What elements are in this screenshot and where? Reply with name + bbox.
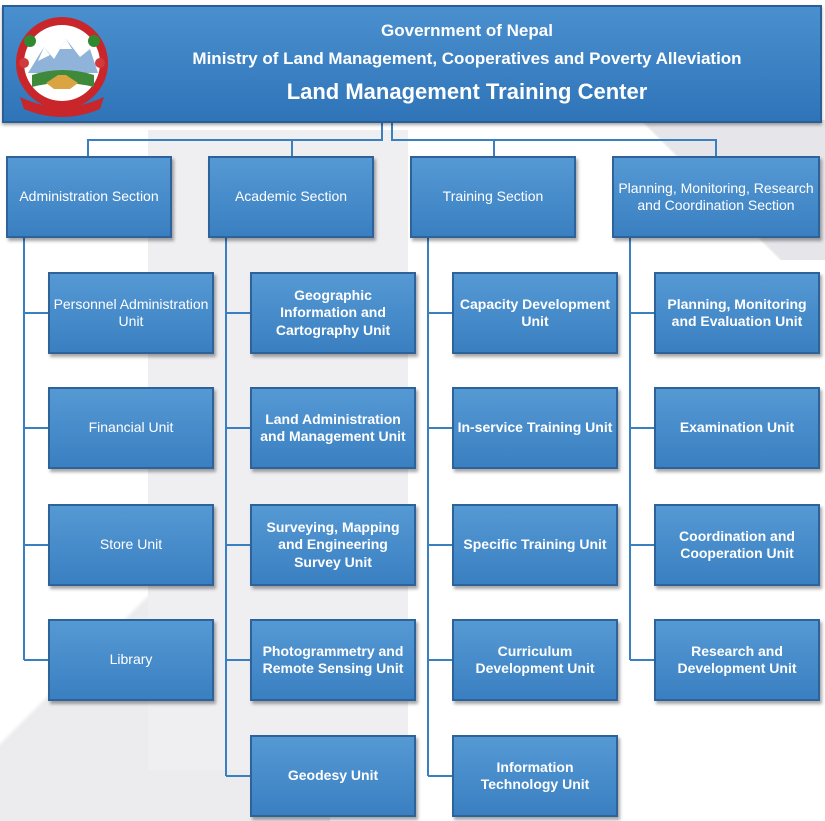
unit-label: Surveying, Mapping and Engineering Surve… xyxy=(266,518,400,570)
unit-label: Information Technology Unit xyxy=(480,758,590,793)
section-box-training: Training Section xyxy=(410,156,576,238)
unit-label: Library xyxy=(109,651,153,668)
section-label: Planning, Monitoring, Research and Coord… xyxy=(618,179,814,214)
unit-box: Photogrammetry and Remote Sensing Unit xyxy=(250,619,416,701)
unit-box: Geodesy Unit xyxy=(250,735,416,817)
unit-label: Planning, Monitoring and Evaluation Unit xyxy=(667,295,807,330)
unit-label: Financial Unit xyxy=(88,419,174,436)
unit-box: Library xyxy=(48,619,214,701)
unit-label: Land Administration and Management Unit xyxy=(260,410,406,445)
header-ministry: Ministry of Land Management, Cooperative… xyxy=(192,49,742,68)
nepal-emblem-icon xyxy=(16,17,108,117)
unit-box: Information Technology Unit xyxy=(452,735,618,817)
unit-label: Curriculum Development Unit xyxy=(475,642,595,677)
unit-box: Store Unit xyxy=(48,504,214,586)
unit-label: Capacity Development Unit xyxy=(459,295,611,330)
unit-label: Personnel Administration Unit xyxy=(53,295,209,330)
section-label: Academic Section xyxy=(234,188,348,205)
section-label: Administration Section xyxy=(19,188,159,205)
org-header: Government of Nepal Ministry of Land Man… xyxy=(2,5,822,123)
unit-label: Geographic Information and Cartography U… xyxy=(275,286,391,338)
section-box-administration: Administration Section xyxy=(6,156,172,238)
unit-label: Examination Unit xyxy=(679,419,795,436)
section-label: Training Section xyxy=(442,188,544,205)
unit-box: Research and Development Unit xyxy=(654,619,820,701)
unit-box: Planning, Monitoring and Evaluation Unit xyxy=(654,272,820,354)
unit-label: In-service Training Unit xyxy=(457,419,613,436)
unit-box: Financial Unit xyxy=(48,387,214,469)
section-box-academic: Academic Section xyxy=(208,156,374,238)
connector-line xyxy=(291,123,383,157)
unit-box: Curriculum Development Unit xyxy=(452,619,618,701)
unit-label: Specific Training Unit xyxy=(463,536,607,553)
unit-box: In-service Training Unit xyxy=(452,387,618,469)
section-box-planning: Planning, Monitoring, Research and Coord… xyxy=(612,156,820,238)
unit-box: Capacity Development Unit xyxy=(452,272,618,354)
unit-box: Geographic Information and Cartography U… xyxy=(250,272,416,354)
unit-box: Coordination and Cooperation Unit xyxy=(654,504,820,586)
unit-box: Personnel Administration Unit xyxy=(48,272,214,354)
unit-box: Land Administration and Management Unit xyxy=(250,387,416,469)
unit-label: Store Unit xyxy=(99,536,163,553)
unit-box: Specific Training Unit xyxy=(452,504,618,586)
header-center-name: Land Management Training Center xyxy=(286,79,648,104)
unit-label: Research and Development Unit xyxy=(677,642,797,677)
unit-label: Photogrammetry and Remote Sensing Unit xyxy=(262,642,404,677)
unit-label: Coordination and Cooperation Unit xyxy=(679,527,795,562)
unit-box: Examination Unit xyxy=(654,387,820,469)
header-government: Government of Nepal xyxy=(381,21,553,40)
unit-box: Surveying, Mapping and Engineering Surve… xyxy=(250,504,416,586)
unit-label: Geodesy Unit xyxy=(287,767,379,784)
connector-line xyxy=(391,123,717,157)
